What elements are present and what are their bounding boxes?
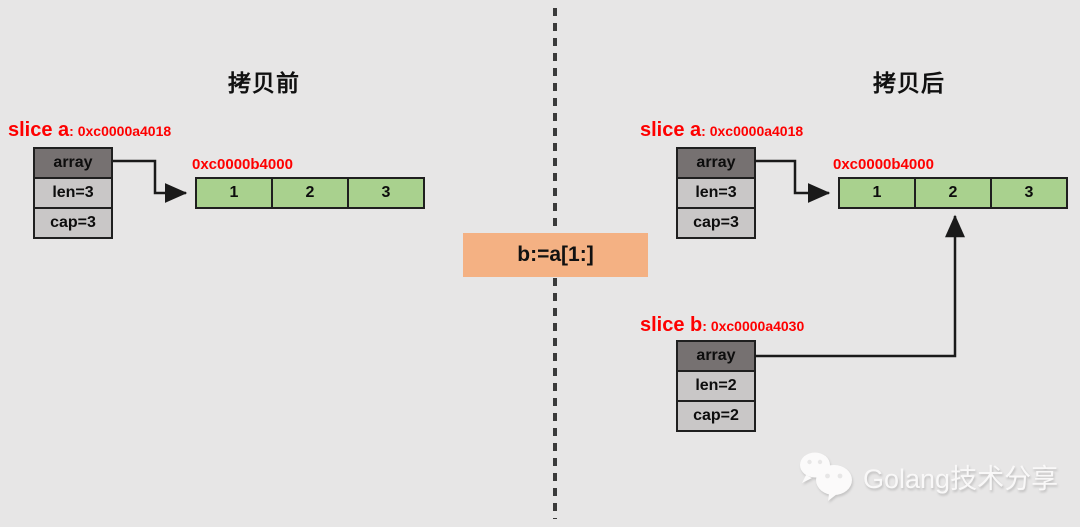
after-slice-b-field-array: array: [676, 340, 756, 372]
before-heap-address: 0xc0000b4000: [192, 156, 293, 173]
wechat-icon: [800, 452, 852, 501]
before-slice-a-field-len: len=3: [33, 177, 113, 209]
after-array-cell-1: 1: [838, 177, 916, 209]
before-slice-a-address: : 0xc0000a4018: [69, 123, 172, 139]
after-slice-a-name: slice a: [640, 119, 702, 141]
before-slice-a-field-array: array: [33, 147, 113, 179]
watermark-text: Golang技术分享: [863, 463, 1059, 494]
after-array-cell-3: 3: [990, 177, 1068, 209]
after-slice-b-name: slice b: [640, 314, 703, 336]
slice-operation-box: b:=a[1:]: [463, 233, 648, 277]
after-slice-a-label: slice a: 0xc0000a4018: [640, 119, 803, 142]
after-slice-b-field-cap: cap=2: [676, 400, 756, 432]
title-before: 拷贝前: [228, 70, 300, 96]
after-heap-address: 0xc0000b4000: [833, 156, 934, 173]
after-array-cell-2: 2: [914, 177, 992, 209]
before-slice-a-label: slice a: 0xc0000a4018: [8, 119, 171, 142]
after-heap-array: 1 2 3: [838, 177, 1068, 209]
after-slice-a-address: : 0xc0000a4018: [701, 123, 804, 139]
after-slice-a-field-array: array: [676, 147, 756, 179]
before-heap-array: 1 2 3: [195, 177, 425, 209]
after-slice-b-label: slice b: 0xc0000a4030: [640, 314, 804, 337]
before-slice-a-field-cap: cap=3: [33, 207, 113, 239]
after-slice-b-field-len: len=2: [676, 370, 756, 402]
before-slice-a-struct: array len=3 cap=3: [33, 147, 113, 239]
after-slice-a-struct: array len=3 cap=3: [676, 147, 756, 239]
watermark: Golang技术分享: [797, 450, 1058, 502]
before-array-cell-1: 1: [195, 177, 273, 209]
before-slice-a-name: slice a: [8, 119, 70, 141]
arrow-before-slice-a-to-array: [113, 159, 188, 203]
after-slice-b-struct: array len=2 cap=2: [676, 340, 756, 432]
after-slice-b-address: : 0xc0000a4030: [702, 318, 805, 334]
title-after: 拷贝后: [873, 70, 945, 96]
before-array-cell-2: 2: [271, 177, 349, 209]
after-slice-a-field-cap: cap=3: [676, 207, 756, 239]
after-slice-a-field-len: len=3: [676, 177, 756, 209]
arrow-after-slice-a-to-array: [755, 159, 831, 203]
before-array-cell-3: 3: [347, 177, 425, 209]
